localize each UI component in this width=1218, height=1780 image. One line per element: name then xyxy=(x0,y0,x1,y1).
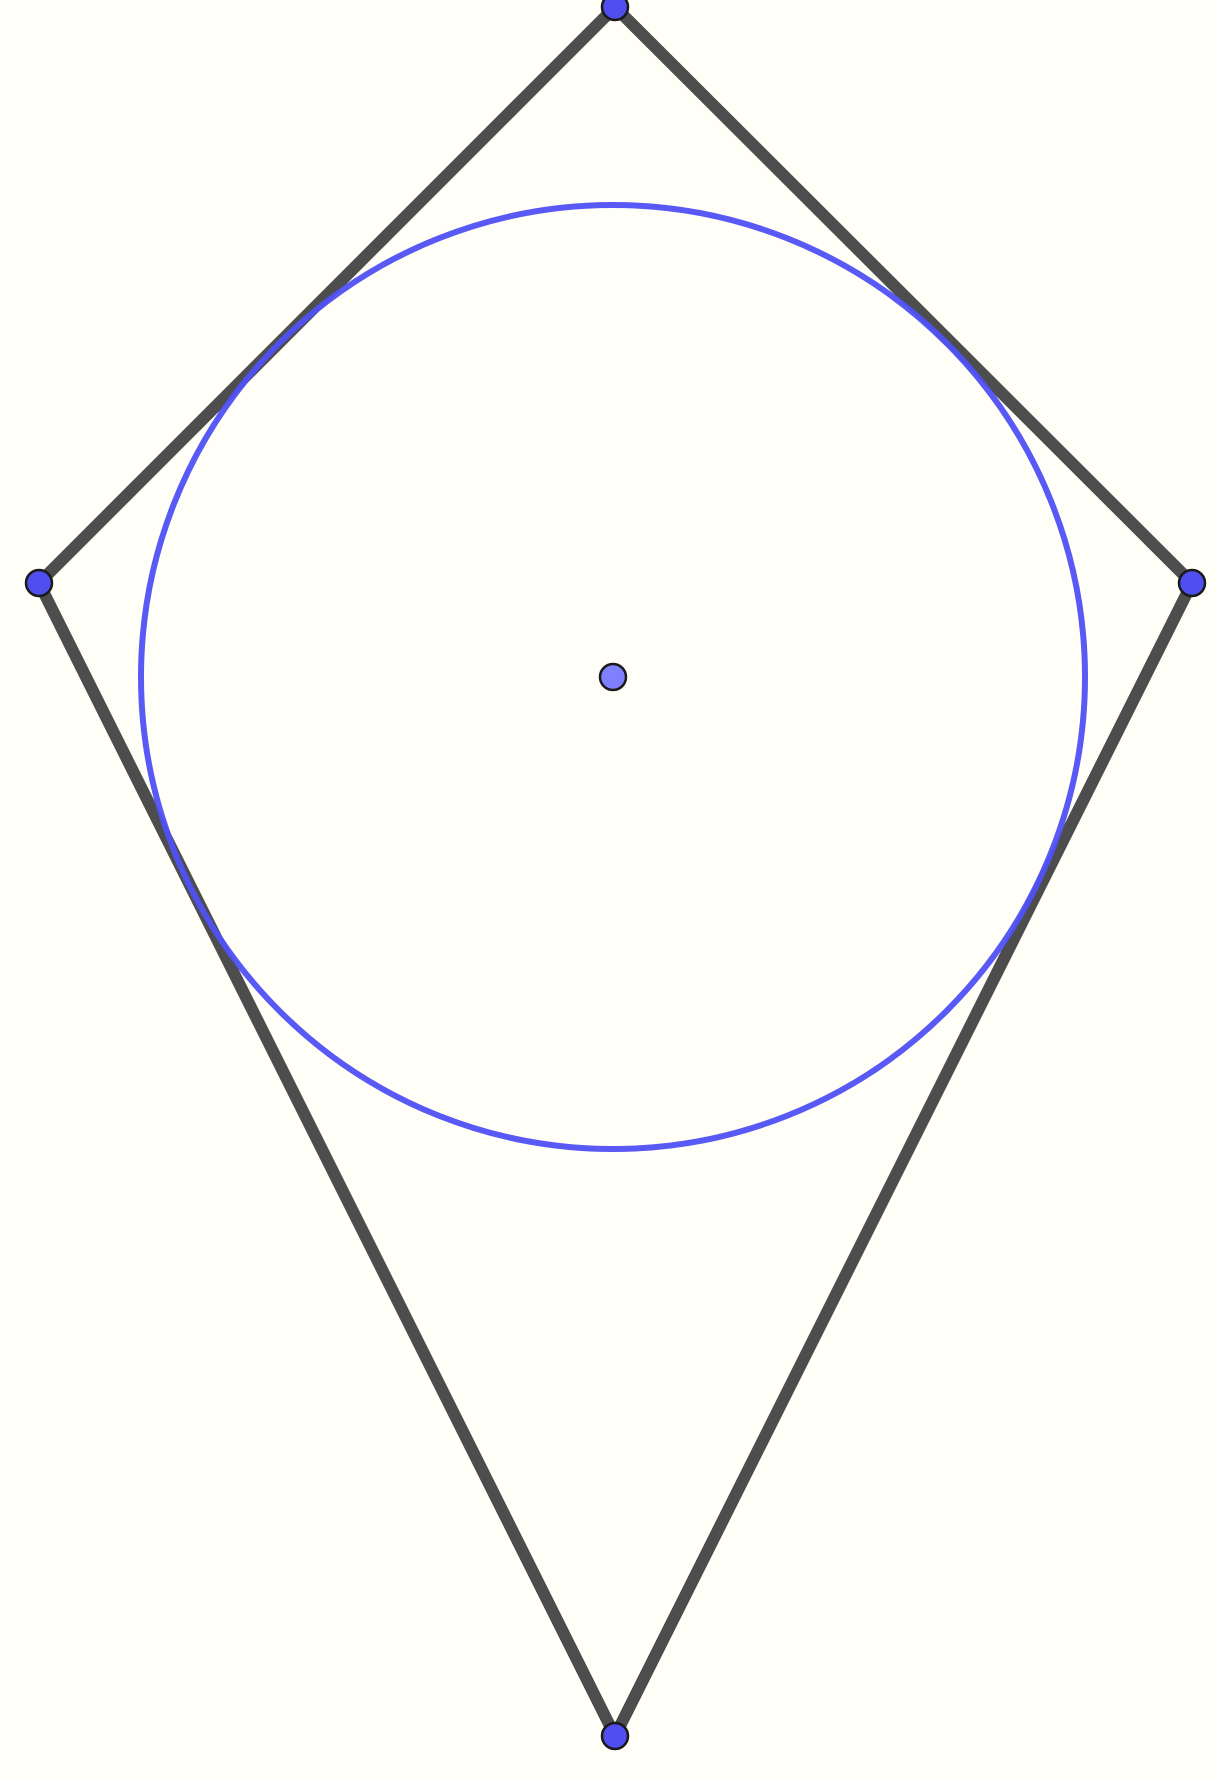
inscribed-circle xyxy=(138,202,1088,1152)
vertex-bottom-point[interactable] xyxy=(600,1721,630,1751)
kite-side-top-left xyxy=(33,1,621,589)
kite-polygon xyxy=(33,1,1198,1742)
vertex-top-point[interactable] xyxy=(600,0,630,22)
circle-center-point[interactable] xyxy=(598,662,628,692)
kite-side-bottom-right xyxy=(609,577,1198,1742)
vertex-left-point[interactable] xyxy=(24,568,54,598)
kite-side-bottom-left xyxy=(33,577,621,1742)
kite-side-top-right xyxy=(609,1,1198,589)
vertex-right-point[interactable] xyxy=(1177,568,1207,598)
points xyxy=(24,0,1207,1751)
